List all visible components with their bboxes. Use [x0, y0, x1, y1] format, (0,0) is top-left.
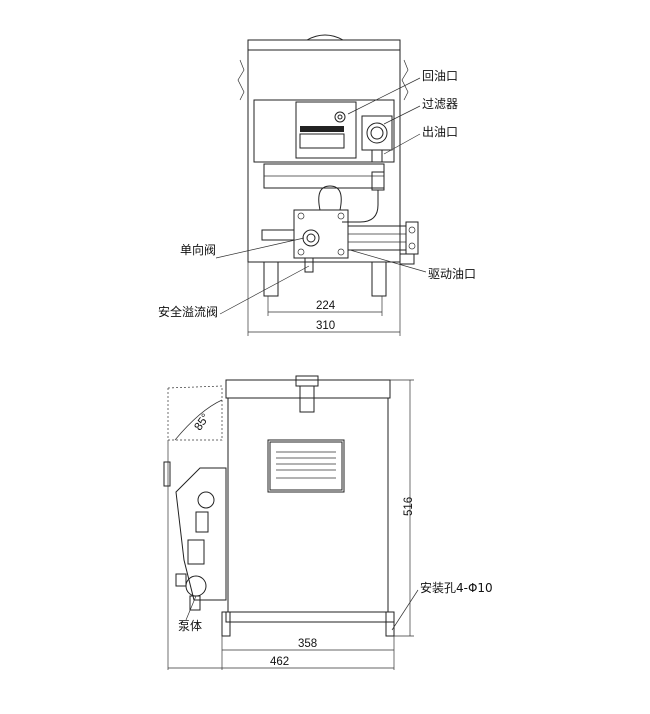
- drive-port-base: [399, 253, 415, 265]
- dim-358: 358: [298, 638, 317, 650]
- leader-drive-port: [349, 249, 427, 273]
- valve-block: [295, 101, 357, 159]
- leader-return-port: [347, 77, 421, 115]
- bolt-icon: [337, 212, 345, 220]
- hose-loop: [318, 185, 342, 211]
- angle-label: 85°: [192, 412, 212, 433]
- pump-icon: [185, 575, 207, 597]
- side-view: 85° 泵体 安装孔4-Φ10: [163, 375, 493, 670]
- nameplate: [299, 133, 345, 149]
- check-valve-core: [306, 233, 316, 243]
- filter-body: [366, 122, 388, 144]
- pump-block: [293, 209, 349, 259]
- outlet-elbow: [371, 171, 385, 191]
- label-check-valve: 单向阀: [180, 242, 216, 257]
- return-port-fitting: [334, 111, 346, 123]
- top-handle: [306, 34, 344, 41]
- component-panel: [253, 99, 395, 163]
- label-pump: 泵体: [178, 619, 202, 633]
- leader-relief-valve: [219, 265, 310, 315]
- tank-side: [227, 397, 389, 613]
- bolt-icon: [297, 248, 305, 256]
- bolt-icon: [337, 248, 345, 256]
- break-line-left: [237, 59, 245, 101]
- warning-plate-inner: [269, 441, 343, 491]
- top-view: 回油口 过滤器 出油口 单向阀 驱动油口 安全溢流阀 224 310: [158, 34, 476, 336]
- warning-plate: [267, 439, 345, 493]
- outlet-fitting: [371, 149, 383, 163]
- dim-310: 310: [316, 320, 335, 332]
- bolt-icon: [297, 212, 305, 220]
- port-icon: [408, 242, 416, 250]
- clamp-body: [299, 385, 315, 413]
- tank-body: [247, 49, 401, 263]
- label-relief-valve: 安全溢流阀: [158, 304, 218, 319]
- dim-462: 462: [270, 656, 289, 668]
- lid: [225, 379, 391, 399]
- filter-cap: [370, 126, 384, 140]
- foot-left: [221, 611, 231, 637]
- dim-224: 224: [316, 300, 336, 312]
- label-return-port: 回油口: [422, 69, 458, 83]
- break-line-right: [401, 59, 409, 101]
- side-bracket: [163, 461, 171, 487]
- leader-mounting: [391, 589, 419, 631]
- drive-pipe-bundle: [347, 225, 407, 251]
- relief-valve-stem: [304, 257, 314, 273]
- lid-open-outline: [167, 385, 223, 441]
- check-valve-body: [302, 229, 320, 247]
- foot-left: [263, 261, 279, 297]
- lid-rim: [247, 39, 401, 51]
- leader-check-valve: [215, 237, 305, 259]
- base-rail: [225, 611, 395, 623]
- dim-516: 516: [403, 497, 415, 516]
- pump-bottom: [189, 595, 201, 611]
- nameplate-bar: [300, 126, 344, 132]
- pump-stem: [195, 511, 209, 533]
- port-icon: [408, 226, 416, 234]
- return-port-hole: [337, 114, 343, 120]
- label-outlet-port: 出油口: [422, 125, 458, 139]
- check-valve-stem: [261, 229, 295, 241]
- label-mounting-holes: 安装孔4-Φ10: [420, 580, 493, 595]
- outlet-pipe: [342, 190, 379, 223]
- foot-right: [371, 261, 387, 297]
- leader-pump: [185, 595, 197, 621]
- label-drive-port: 驱动油口: [428, 267, 476, 281]
- angle-arc: [174, 399, 223, 441]
- label-filter: 过滤器: [422, 97, 458, 111]
- clamp-top: [295, 375, 319, 387]
- pump-housing: [175, 467, 227, 601]
- leader-outlet-port: [383, 133, 421, 155]
- pump-fitting: [197, 491, 215, 509]
- pump-port: [175, 573, 187, 587]
- foot-right: [385, 611, 395, 637]
- pump-valve: [187, 539, 205, 565]
- leader-filter: [383, 105, 421, 125]
